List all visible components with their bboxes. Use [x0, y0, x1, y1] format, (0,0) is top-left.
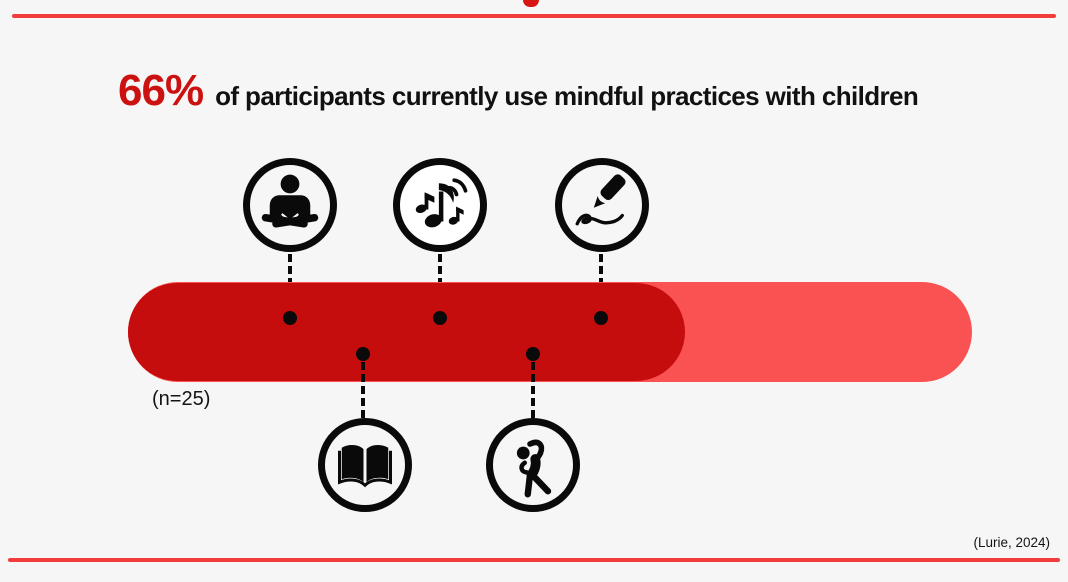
pencil-icon: [555, 158, 649, 252]
headline-caption: of participants currently use mindful pr…: [215, 81, 919, 111]
headline: 66% of participants currently use mindfu…: [118, 66, 919, 116]
connector-dashed-line: [361, 362, 365, 418]
connector-dot: [356, 347, 370, 361]
connector-dashed-line: [531, 362, 535, 418]
meditation-icon: [243, 158, 337, 252]
sample-size-label: (n=25): [152, 388, 211, 410]
citation: (Lurie, 2024): [973, 535, 1050, 550]
connector-dot: [283, 311, 297, 325]
progress-fill: [128, 283, 686, 381]
connector-dot: [526, 347, 540, 361]
bottom-accent-line: [8, 558, 1060, 562]
top-accent-line: [12, 14, 1056, 18]
headline-stat: 66%: [118, 66, 204, 115]
music-icon: [393, 158, 487, 252]
progress-track: [128, 282, 972, 382]
stretch-icon: [486, 418, 580, 512]
connector-dot: [594, 311, 608, 325]
connector-dot: [433, 311, 447, 325]
book-icon: [318, 418, 412, 512]
clipped-title-descender: [523, 0, 539, 7]
